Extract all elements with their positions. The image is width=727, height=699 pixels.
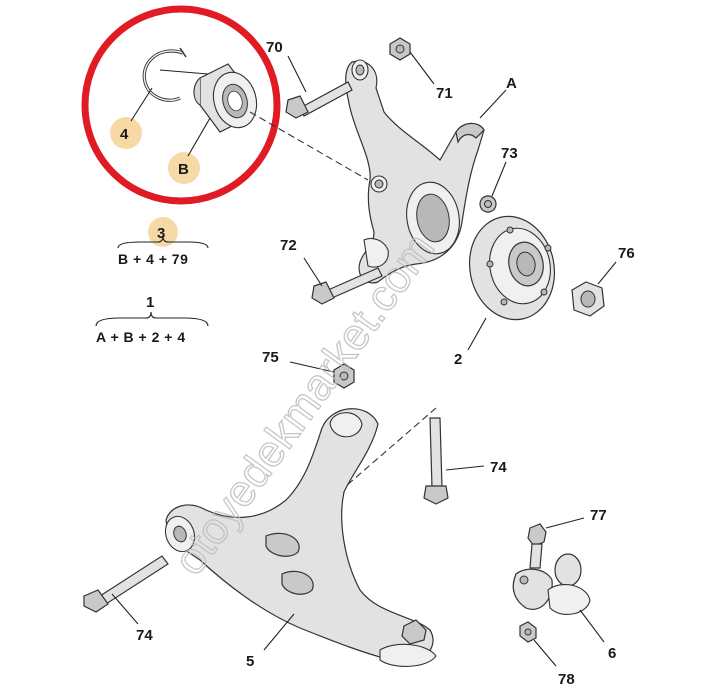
label-b: B <box>178 161 189 178</box>
label-70: 70 <box>266 39 283 56</box>
label-78: 78 <box>558 671 575 688</box>
label-a: A <box>506 75 517 92</box>
label-72: 72 <box>280 237 297 254</box>
label-3: 3 <box>157 225 165 242</box>
nut-part-71 <box>389 37 411 61</box>
wheel-bearing-part-b <box>193 63 258 133</box>
formula-assembly-1: A + B + 2 + 4 <box>96 329 186 345</box>
label-1: 1 <box>146 294 154 311</box>
label-74-lower: 74 <box>136 627 153 644</box>
screw-part-73 <box>479 195 497 213</box>
ball-joint-part-6 <box>512 553 591 615</box>
bolt-part-77 <box>527 523 547 569</box>
bolt-part-74-upper <box>423 417 449 505</box>
label-2: 2 <box>454 351 462 368</box>
label-4: 4 <box>120 126 129 143</box>
steering-knuckle-part-a <box>345 59 485 284</box>
nut-part-78 <box>519 621 537 643</box>
nut-part-75 <box>333 363 355 389</box>
bolt-part-74-lower <box>83 555 169 613</box>
wheel-hub-part-2 <box>468 215 556 321</box>
label-75: 75 <box>262 349 279 366</box>
label-6: 6 <box>608 645 616 662</box>
label-71: 71 <box>436 85 453 102</box>
formula-assembly-3: B + 4 + 79 <box>118 251 188 267</box>
bolt-part-72 <box>311 267 383 305</box>
badge-b <box>168 152 200 184</box>
label-74-upper: 74 <box>490 459 507 476</box>
bolt-part-70 <box>285 81 353 119</box>
label-76: 76 <box>618 245 635 262</box>
lower-control-arm-part-5 <box>164 408 437 667</box>
label-73: 73 <box>501 145 518 162</box>
circlip-part-4 <box>142 47 187 102</box>
badge-3 <box>148 217 178 247</box>
nut-part-76 <box>571 281 605 317</box>
highlight-circle <box>81 5 281 205</box>
label-77: 77 <box>590 507 607 524</box>
badge-4 <box>110 117 142 149</box>
label-5: 5 <box>246 653 254 670</box>
